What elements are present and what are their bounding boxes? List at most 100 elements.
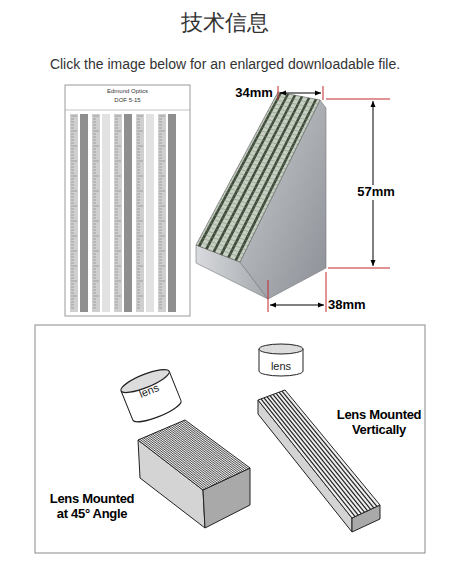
stripe	[115, 125, 118, 126]
stripe	[71, 281, 77, 282]
stripe	[137, 236, 143, 237]
stripe	[115, 221, 121, 222]
stripe	[159, 143, 162, 144]
chart-heading: Edmund Optics	[66, 88, 189, 95]
stripe	[71, 308, 74, 309]
stripe	[137, 215, 140, 216]
stripe	[137, 125, 140, 126]
stripe	[93, 158, 96, 159]
stripe	[258, 130, 301, 140]
stripe	[93, 179, 96, 180]
stripe	[137, 281, 143, 282]
stripe	[137, 224, 140, 225]
stripe	[159, 233, 162, 234]
stripe	[93, 245, 96, 246]
stripe	[71, 140, 74, 141]
stripe	[255, 134, 298, 144]
stripe	[71, 227, 74, 228]
stripe	[159, 206, 165, 207]
stripe	[159, 188, 162, 189]
stripe	[137, 146, 143, 147]
stripe	[159, 266, 165, 267]
stripe	[137, 212, 140, 213]
subtitle: Click the image below for an enlarged do…	[10, 56, 440, 72]
stripe	[93, 221, 99, 222]
stripe	[93, 293, 96, 294]
stripe	[159, 167, 162, 168]
stripe	[93, 134, 96, 135]
stripe	[93, 263, 96, 264]
stripe	[159, 236, 165, 237]
chart-band	[92, 114, 100, 312]
stripe	[137, 254, 140, 255]
stripe	[93, 152, 96, 153]
stripe	[145, 437, 210, 487]
stripe	[93, 200, 96, 201]
stripe	[93, 122, 96, 123]
stripe	[71, 194, 74, 195]
stripe	[93, 269, 96, 270]
stripe	[268, 111, 310, 120]
stripe	[159, 212, 162, 213]
stripe	[202, 234, 246, 250]
stripe	[159, 128, 162, 129]
stripe	[137, 179, 140, 180]
stripe	[71, 128, 74, 129]
stripe	[71, 284, 74, 285]
stripe	[137, 137, 140, 138]
stripe	[137, 206, 143, 207]
stripe	[159, 257, 162, 258]
stripe	[137, 203, 140, 204]
stripe	[93, 266, 99, 267]
stripe	[71, 272, 74, 273]
stripe	[159, 275, 162, 276]
stripe	[137, 242, 140, 243]
stripe	[152, 434, 217, 483]
stripe	[115, 200, 118, 201]
stripe	[159, 254, 162, 255]
stripe	[137, 302, 140, 303]
stripe	[71, 254, 74, 255]
stripe	[115, 299, 118, 300]
stripe	[159, 131, 165, 132]
stripe	[159, 200, 162, 201]
chart-band	[158, 114, 166, 312]
stripe	[159, 281, 165, 282]
stripe	[93, 299, 96, 300]
stripe	[115, 176, 121, 177]
lens-cylinder: lens	[258, 343, 304, 377]
stripe	[71, 122, 74, 123]
stripe	[137, 227, 140, 228]
target-band	[205, 94, 289, 250]
stripe	[93, 137, 96, 138]
stripe	[140, 439, 205, 489]
stripe	[137, 290, 140, 291]
stripe	[210, 218, 254, 233]
stripe	[147, 436, 212, 486]
stripe	[93, 230, 96, 231]
stripe	[137, 200, 140, 201]
stripe	[93, 143, 96, 144]
stripe	[71, 167, 74, 168]
chart-band	[102, 114, 110, 312]
stripe	[71, 125, 74, 126]
stripe	[115, 188, 118, 189]
stripe	[137, 269, 140, 270]
stripe	[115, 185, 118, 186]
stripe	[137, 167, 140, 168]
stripe	[71, 116, 77, 117]
stripe	[71, 182, 74, 183]
stripe	[71, 221, 77, 222]
stripe	[93, 167, 96, 168]
stripe	[71, 260, 74, 261]
stripe	[71, 290, 74, 291]
stripe	[200, 237, 244, 254]
stripe	[115, 215, 118, 216]
stripe	[93, 155, 96, 156]
stripe	[115, 179, 118, 180]
stripe	[115, 182, 118, 183]
stripe	[159, 149, 162, 150]
stripe	[115, 128, 118, 129]
stripe	[71, 224, 74, 225]
